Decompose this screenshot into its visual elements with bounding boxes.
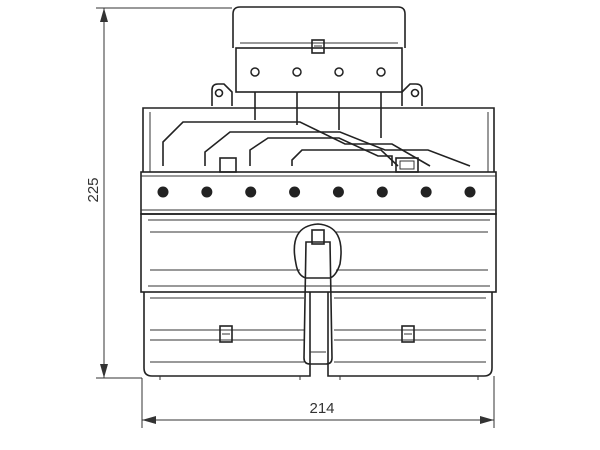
lower-latch-left xyxy=(219,325,233,343)
lower-latch-right xyxy=(401,325,415,343)
handle-knob[interactable] xyxy=(293,223,342,279)
top-terminal-cover xyxy=(232,6,406,93)
terminal-screw-4 xyxy=(289,186,301,198)
rotary-handle[interactable] xyxy=(293,223,342,365)
mounting-ears xyxy=(211,83,423,106)
top-screw-3 xyxy=(334,67,344,77)
terminal-screw-1 xyxy=(157,186,169,198)
top-screw-2 xyxy=(292,67,302,77)
handle-lever[interactable] xyxy=(303,241,333,365)
terminal-screw-7 xyxy=(420,186,432,198)
top-screw-row xyxy=(250,67,386,77)
top-screw-4 xyxy=(376,67,386,77)
terminal-screw-5 xyxy=(332,186,344,198)
terminal-screw-6 xyxy=(376,186,388,198)
lower-body xyxy=(143,292,493,380)
height-label: 225 xyxy=(85,177,102,202)
terminal-screw-2 xyxy=(201,186,213,198)
top-screw-1 xyxy=(250,67,260,77)
height-arrow-top xyxy=(100,8,108,22)
top-cover-latch xyxy=(311,39,325,54)
terminal-screw-3 xyxy=(245,186,257,198)
chamber-latch-right xyxy=(395,157,419,173)
width-dimension: 214 xyxy=(141,376,495,428)
wiring-chamber xyxy=(142,92,495,173)
chamber-latch-left xyxy=(219,157,237,173)
mount-hole-right xyxy=(410,88,420,98)
terminal-screw-8 xyxy=(464,186,476,198)
width-label: 214 xyxy=(309,400,334,417)
terminal-strip xyxy=(140,171,497,215)
mount-hole-left xyxy=(214,88,224,98)
handle-cap xyxy=(311,229,325,245)
width-arrow-left xyxy=(142,416,156,424)
terminal-row xyxy=(157,186,476,198)
width-arrow-right xyxy=(480,416,494,424)
height-dimension: 225 xyxy=(85,7,232,379)
main-body xyxy=(140,213,497,293)
height-arrow-bottom xyxy=(100,364,108,378)
